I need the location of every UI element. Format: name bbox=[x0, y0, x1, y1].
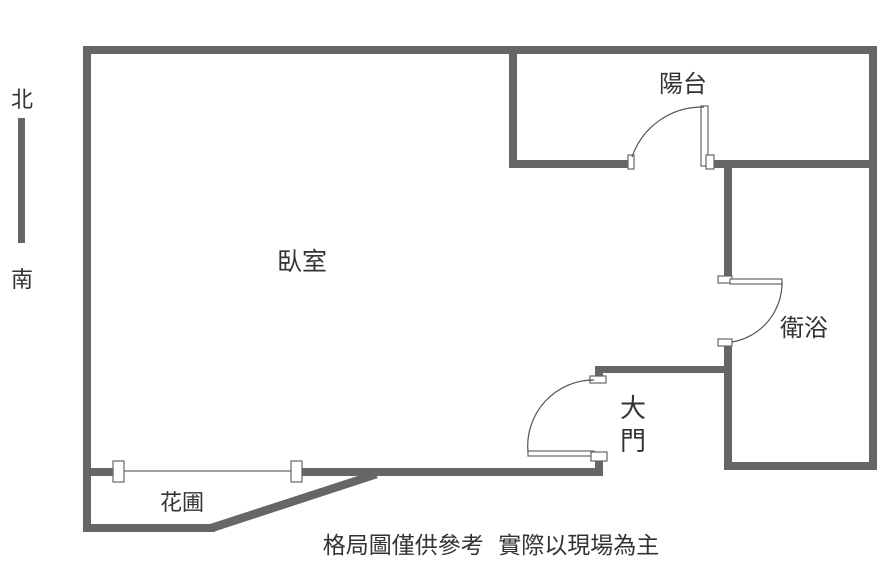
wall-bottom-right bbox=[298, 468, 603, 476]
window-jamb-left bbox=[112, 460, 125, 483]
entrance-door-leaf bbox=[527, 450, 595, 457]
balcony-door-jamb-right bbox=[705, 154, 715, 170]
compass-south-label: 南 bbox=[11, 268, 33, 293]
wall-top bbox=[83, 46, 877, 54]
wall-bathroom-bottom bbox=[724, 462, 877, 470]
compass-north-label: 北 bbox=[11, 88, 33, 113]
compass-line bbox=[18, 118, 25, 243]
garden-window bbox=[112, 460, 303, 483]
wall-garden-bottom bbox=[83, 524, 215, 532]
wall-bottom-left bbox=[83, 468, 118, 476]
entrance-door bbox=[527, 375, 608, 462]
balcony-door bbox=[627, 105, 715, 170]
balcony-door-leaf bbox=[700, 105, 709, 167]
balcony-door-swing bbox=[631, 106, 705, 158]
balcony-door-jamb-left bbox=[627, 154, 635, 170]
wall-right-balcony bbox=[869, 46, 877, 170]
bathroom-door-jamb-bottom bbox=[717, 338, 733, 347]
room-label-bathroom: 衛浴 bbox=[780, 314, 828, 342]
room-label-garden: 花圃 bbox=[160, 491, 204, 516]
wall-left bbox=[83, 46, 91, 532]
wall-bathroom-right bbox=[869, 160, 877, 470]
bathroom-door bbox=[717, 275, 783, 347]
room-label-entrance-bottom: 門 bbox=[620, 427, 646, 457]
room-label-balcony: 陽台 bbox=[659, 70, 707, 98]
bathroom-door-swing bbox=[731, 281, 783, 343]
room-label-bedroom: 臥室 bbox=[277, 247, 327, 276]
wall-balcony-left bbox=[509, 46, 517, 168]
compass: 北 南 bbox=[11, 88, 33, 293]
wall-bathroom-left-bottom bbox=[724, 342, 732, 470]
wall-balcony-bottom-left bbox=[509, 160, 630, 168]
wall-entrance-top bbox=[595, 366, 732, 373]
disclaimer-text: 格局圖僅供參考 實際以現場為主 bbox=[323, 533, 660, 559]
wall-garden-diagonal bbox=[210, 471, 378, 532]
wall-balcony-bottom-right bbox=[712, 160, 877, 168]
wall-entrance-stub-bottom bbox=[595, 456, 603, 476]
entrance-door-jamb-top bbox=[589, 375, 607, 384]
walls bbox=[83, 46, 877, 532]
room-label-entrance-top: 大 bbox=[620, 394, 646, 424]
window-jamb-right bbox=[290, 460, 303, 483]
entrance-door-jamb-bottom bbox=[590, 451, 608, 462]
entrance-door-swing bbox=[527, 379, 595, 453]
bathroom-door-leaf bbox=[729, 278, 783, 285]
wall-bathroom-left-top bbox=[724, 160, 732, 279]
wall-entrance-stub bbox=[595, 366, 603, 380]
room-labels: 臥室 陽台 衛浴 大 門 花圃 bbox=[160, 70, 828, 516]
